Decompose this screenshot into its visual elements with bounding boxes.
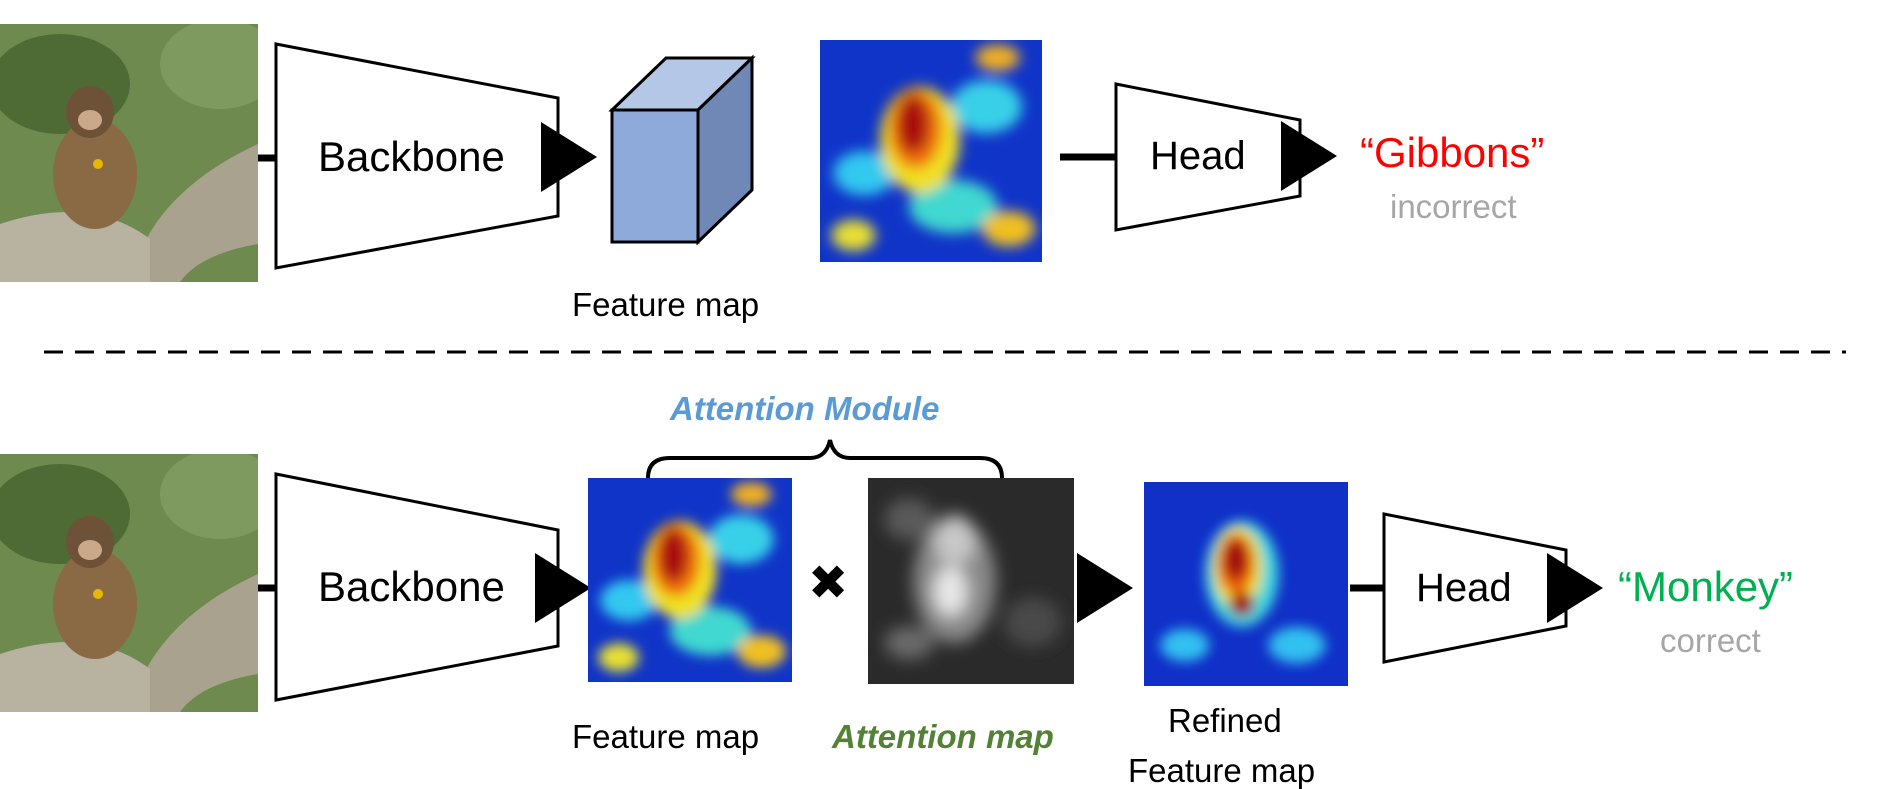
top-verdict: incorrect xyxy=(1390,188,1517,225)
bottom-backbone-trapezoid xyxy=(274,472,560,702)
refined-feature-heatmap xyxy=(1144,482,1348,686)
top-head-label: Head xyxy=(1150,134,1246,178)
top-head-trapezoid xyxy=(1114,82,1302,232)
refined-caption-line2: Feature map xyxy=(1128,752,1316,789)
bottom-feature-heatmap xyxy=(588,478,792,682)
top-input-image xyxy=(0,24,258,282)
bottom-backbone-label: Backbone xyxy=(318,563,505,610)
attention-map-caption: Attention map xyxy=(832,718,1054,755)
multiply-symbol: ✖ xyxy=(808,557,849,610)
refined-caption-line1: Refined xyxy=(1168,702,1282,739)
attention-module-brace xyxy=(646,439,1004,479)
top-prediction: “Gibbons” xyxy=(1360,129,1545,176)
bottom-head-trapezoid xyxy=(1382,512,1568,664)
bottom-feature-map-caption: Feature map xyxy=(572,718,760,755)
top-backbone-trapezoid xyxy=(274,42,560,270)
bottom-head-label: Head xyxy=(1416,566,1512,610)
attention-map-image xyxy=(868,478,1074,684)
top-backbone-label: Backbone xyxy=(318,133,505,180)
bottom-input-image xyxy=(0,454,258,712)
top-feature-heatmap xyxy=(820,40,1042,262)
bottom-verdict: correct xyxy=(1660,622,1761,659)
bottom-prediction: “Monkey” xyxy=(1618,563,1794,610)
top-feature-cube xyxy=(608,54,756,246)
top-feature-map-caption: Feature map xyxy=(572,286,760,323)
attention-module-label: Attention Module xyxy=(670,390,940,427)
